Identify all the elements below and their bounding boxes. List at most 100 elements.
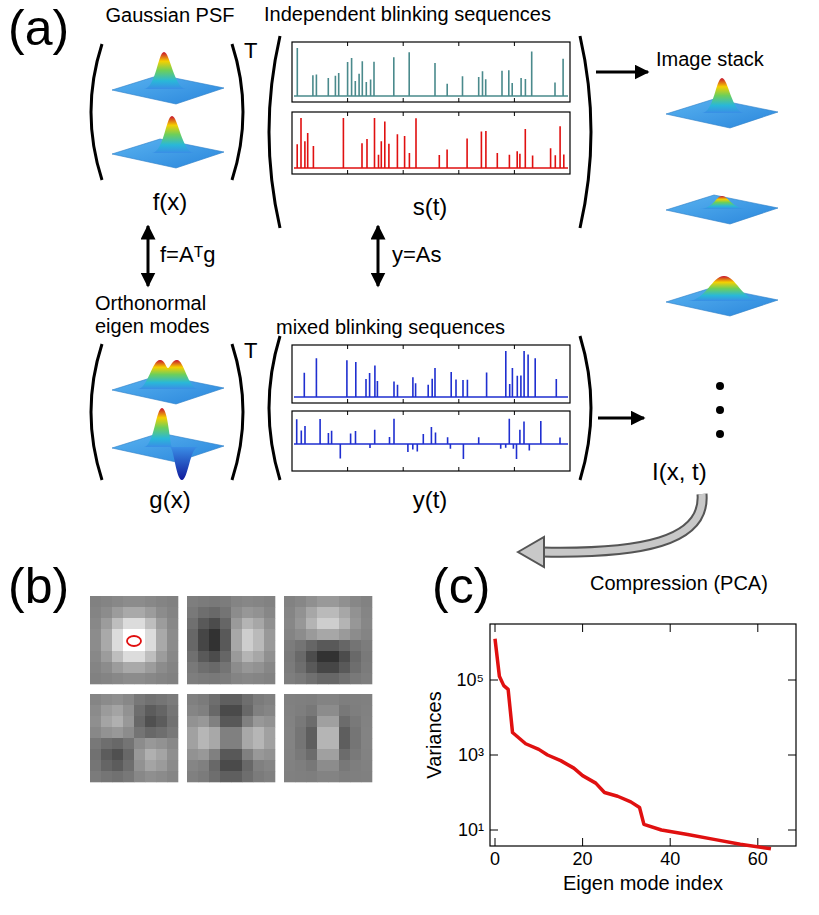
eigen-mode-image — [156, 673, 167, 684]
blinking-trace — [347, 345, 348, 349]
eigen-mode-image — [209, 749, 220, 760]
eigen-mode-image — [134, 596, 145, 607]
eigen-mode-image — [101, 749, 112, 760]
variance-plot — [757, 838, 758, 846]
image-stack-frame — [666, 276, 778, 316]
eigen-mode-image — [134, 705, 145, 716]
eigen-mode-image — [328, 662, 339, 673]
eigen-mode-image — [361, 662, 372, 673]
equation-label: y=As — [392, 242, 442, 267]
eigen-mode-image — [198, 771, 209, 782]
eigen-mode-image — [198, 738, 209, 749]
eigen-mode-image — [328, 607, 339, 618]
blinking-trace — [458, 345, 459, 349]
panel-caption: Compression (PCA) — [590, 572, 768, 595]
eigen-mode-image — [101, 738, 112, 749]
eigen-mode-image — [317, 618, 328, 629]
compression-arrow — [518, 494, 702, 567]
eigen-mode-image — [145, 716, 156, 727]
eigen-mode-image — [339, 673, 350, 684]
eigen-mode-image — [350, 662, 361, 673]
parenthesis — [91, 36, 591, 480]
symbol-label: I(x, t) — [652, 458, 707, 486]
blinking-trace — [294, 419, 568, 459]
eigen-mode-image — [209, 651, 220, 662]
eigen-mode-image — [134, 749, 145, 760]
eigen-mode-image — [361, 705, 372, 716]
eigen-mode-image — [284, 673, 295, 684]
eigen-mode-image — [264, 727, 275, 738]
eigen-mode-image — [187, 662, 198, 673]
image-stack-frame — [666, 78, 778, 128]
eigen-mode-image — [134, 727, 145, 738]
parenthesis — [232, 44, 243, 180]
blinking-trace — [294, 48, 568, 96]
tick-label: 40 — [660, 849, 680, 870]
eigen-mode-image — [198, 607, 209, 618]
eigen-mode-image — [284, 705, 295, 716]
eigen-mode-image — [361, 760, 372, 771]
eigen-mode-image — [264, 651, 275, 662]
eigen-mode-image — [101, 771, 112, 782]
eigen-mode-image — [295, 629, 306, 640]
variance-plot — [490, 624, 796, 849]
eigen-mode-image — [209, 760, 220, 771]
eigen-mode-image — [90, 629, 101, 640]
blinking-trace — [458, 98, 459, 102]
parenthesis — [269, 36, 280, 228]
eigen-mode-image — [350, 738, 361, 749]
symbol-label: y(t) — [413, 486, 448, 514]
eigen-mode-image — [123, 749, 134, 760]
eigen-mode-image — [90, 618, 101, 629]
eigen-mode-image — [339, 727, 350, 738]
eigen-mode-image — [198, 749, 209, 760]
blinking-trace — [514, 98, 515, 102]
eigen-mode-image — [101, 629, 112, 640]
eigen-mode-image — [339, 760, 350, 771]
eigen-mode-image — [167, 673, 178, 684]
eigen-mode-image — [350, 607, 361, 618]
eigen-mode-image — [156, 771, 167, 782]
eigen-mode — [144, 408, 172, 447]
eigen-mode-image — [328, 596, 339, 607]
eigen-mode-image — [123, 716, 134, 727]
panel-caption: mixed blinking sequences — [276, 316, 505, 339]
eigen-mode-image — [253, 640, 264, 651]
eigen-mode-image — [134, 673, 145, 684]
eigen-mode-image — [295, 673, 306, 684]
eigen-mode-image — [134, 716, 145, 727]
eigen-mode-image — [112, 662, 123, 673]
eigen-mode-image — [156, 705, 167, 716]
eigen-mode-image — [231, 629, 242, 640]
eigen-mode-image — [156, 629, 167, 640]
eigen-mode-image — [90, 760, 101, 771]
eigen-mode-image — [156, 694, 167, 705]
eigen-mode-image — [242, 749, 253, 760]
eigen-mode-image — [264, 694, 275, 705]
eigen-mode-image — [112, 749, 123, 760]
eigen-mode-image — [123, 673, 134, 684]
eigen-mode-image — [220, 640, 231, 651]
symbol-label: s(t) — [413, 193, 448, 221]
eigen-mode-image — [253, 607, 264, 618]
parenthesis — [580, 336, 591, 480]
panel-caption: Image stack — [656, 48, 764, 71]
eigen-mode-image — [253, 596, 264, 607]
eigen-mode-image — [295, 694, 306, 705]
eigen-mode-image — [317, 651, 328, 662]
eigen-mode-image — [317, 705, 328, 716]
eigen-mode-image — [317, 629, 328, 640]
eigen-mode-image — [350, 749, 361, 760]
transpose-mark: T — [244, 338, 257, 363]
eigen-mode-image — [156, 596, 167, 607]
blinking-trace — [458, 42, 459, 46]
eigen-mode-image — [339, 705, 350, 716]
eigen-mode-image — [167, 738, 178, 749]
eigen-mode-image — [295, 738, 306, 749]
eigen-mode-image — [101, 662, 112, 673]
eigen-mode-image — [145, 771, 156, 782]
eigen-mode-image — [220, 716, 231, 727]
eigen-mode-image — [306, 738, 317, 749]
eigen-mode-image — [167, 640, 178, 651]
eigen-mode-image — [328, 727, 339, 738]
